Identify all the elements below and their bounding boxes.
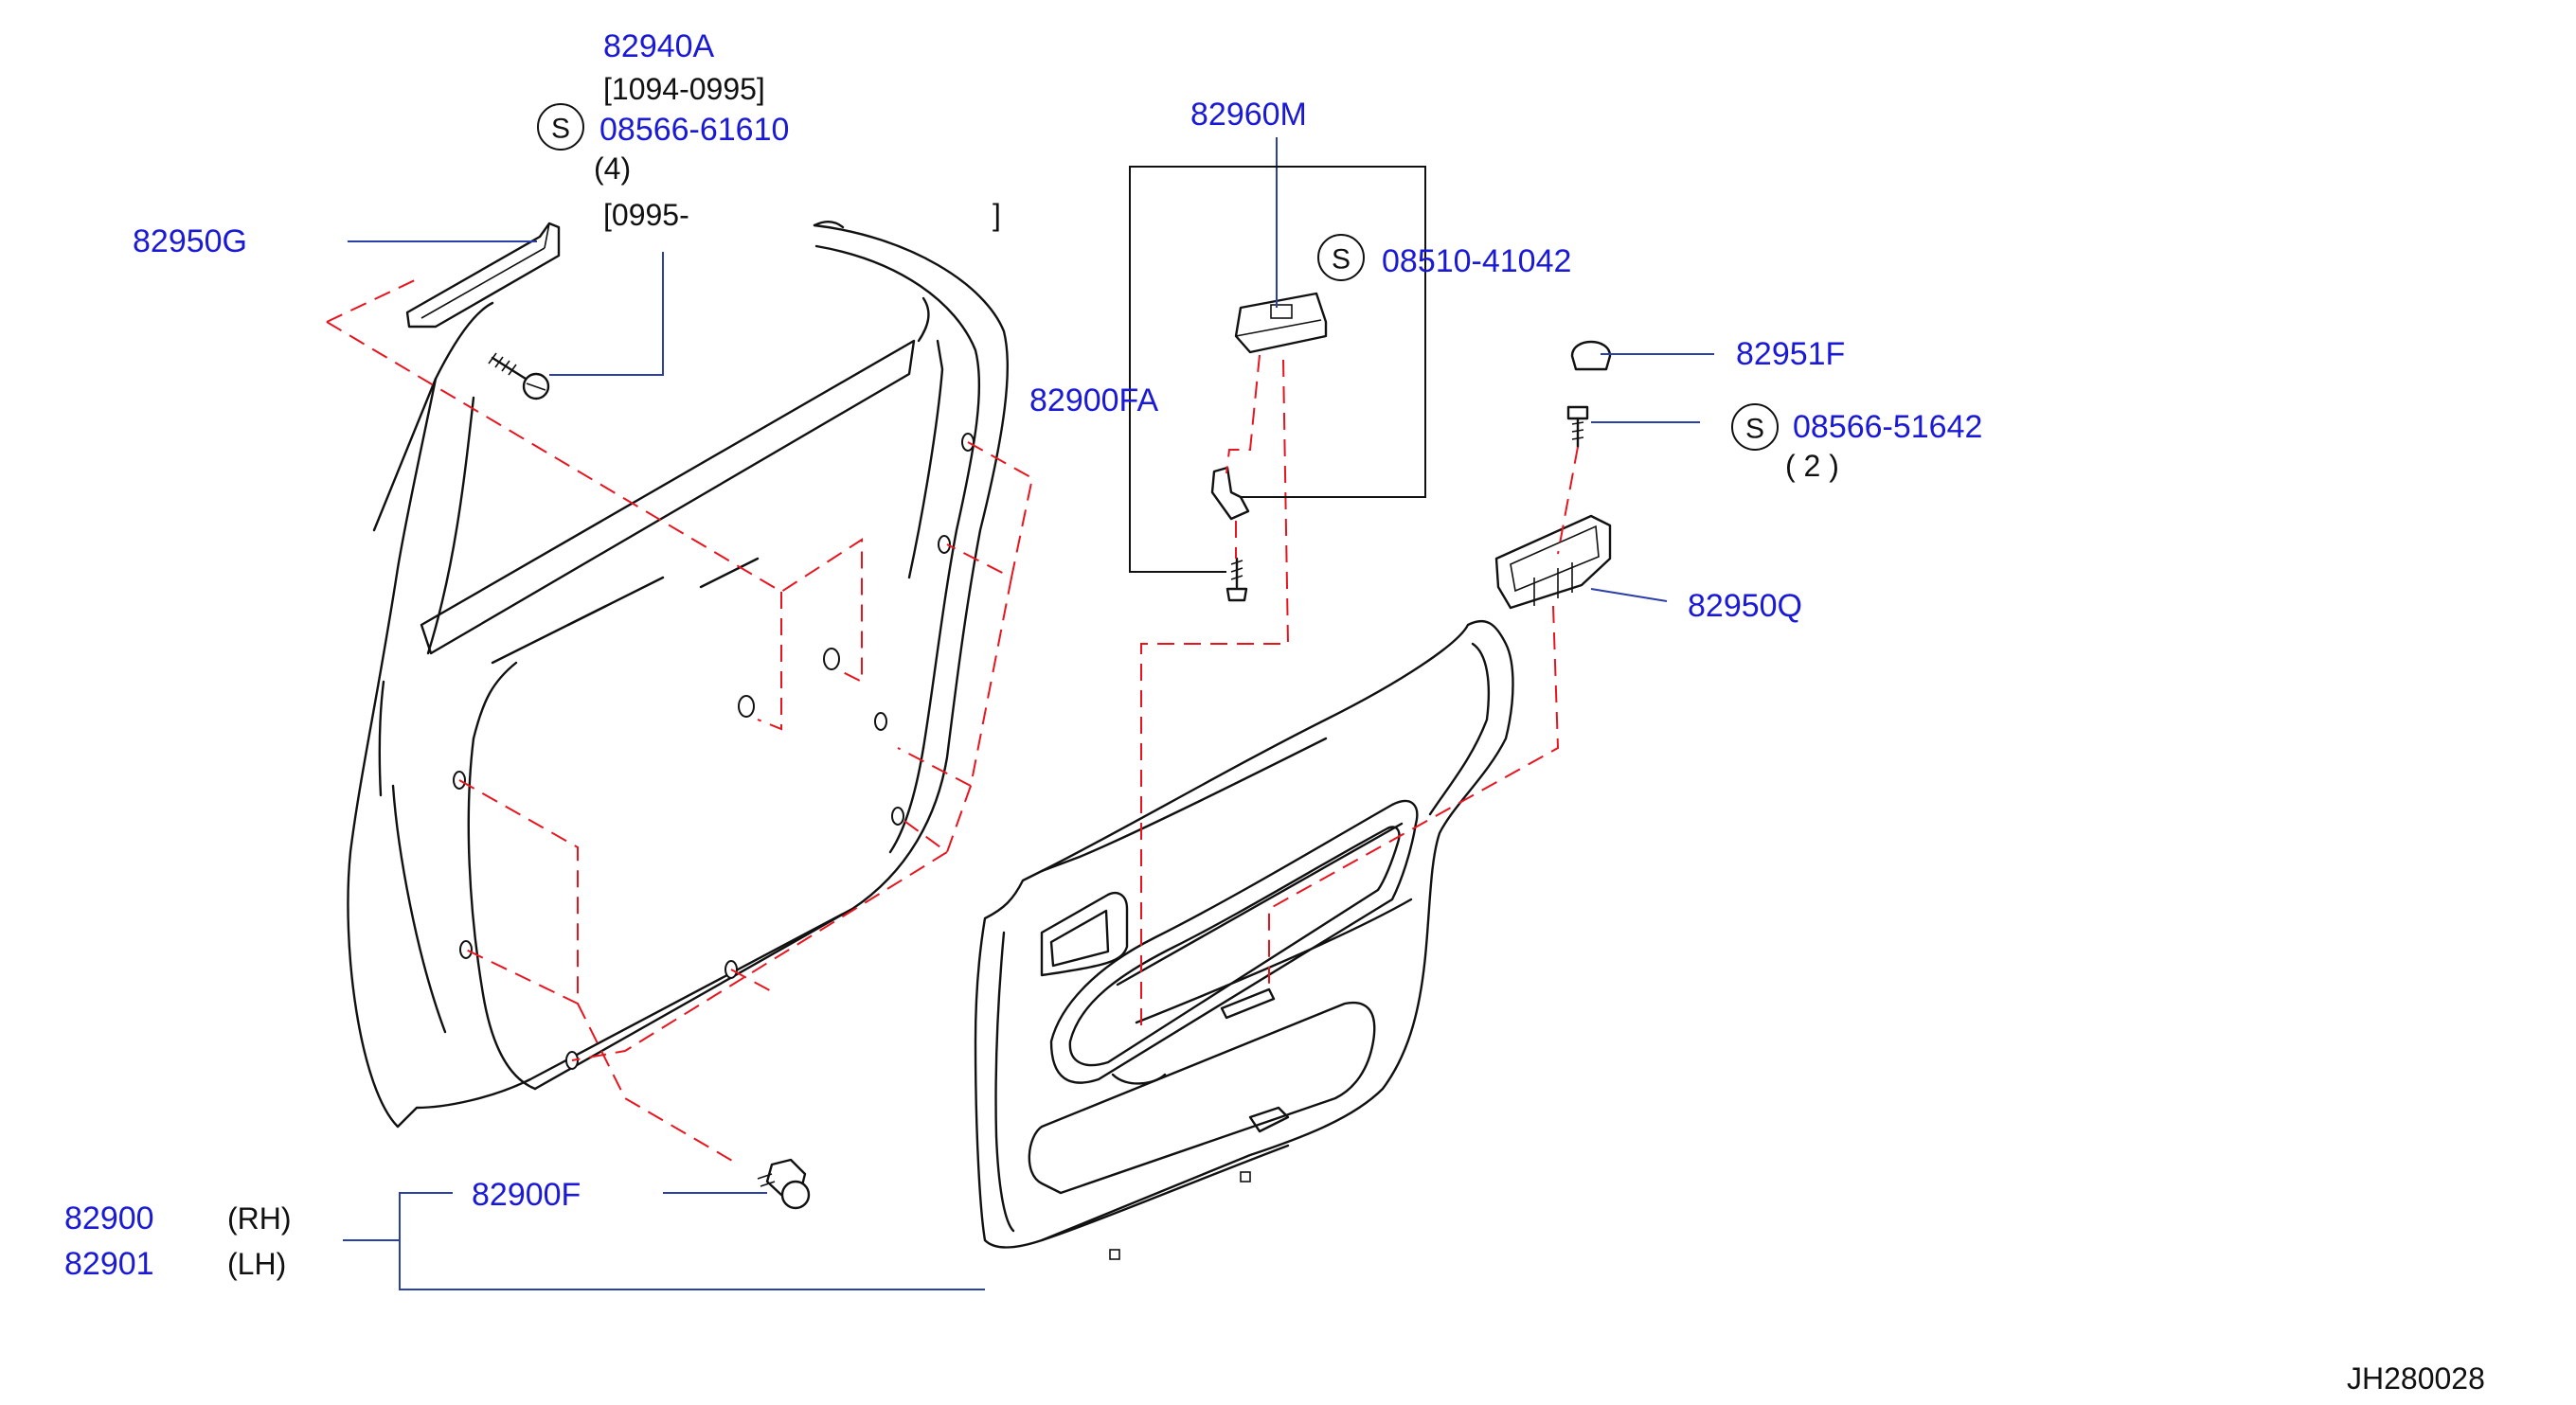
bracket-82950G [405,222,561,329]
part-label-82900[interactable]: 82900 [64,1200,154,1236]
door-trim-panel [974,619,1514,1260]
part-label-82951F[interactable]: 82951F [1736,336,1845,372]
standard-part-symbol-label: S [551,114,570,145]
leader-lines [343,137,1714,1290]
bolt-08566-51642 [1566,405,1589,449]
clip-hole [459,940,473,959]
standard-part-symbol-label: S [1745,414,1764,445]
grommet-82951F [1570,340,1612,371]
door-inner-panel [347,220,1010,1129]
part-label-82950G[interactable]: 82950G [133,223,247,259]
standard-part-symbol [1317,234,1365,281]
part-label-08566-51642[interactable]: 08566-51642 [1793,409,1982,445]
diagram-code: JH280028 [2347,1361,2485,1396]
clip-hole [874,712,887,731]
assembly-lines [326,278,1579,1165]
side-note-rh: (RH) [227,1201,292,1236]
screw-82900FA [1225,557,1248,602]
standard-part-symbol-label: S [1332,244,1351,276]
clip-hole [938,535,951,554]
date-range-note-start: [0995- [603,198,689,232]
pull-handle-82950Q [1494,514,1612,610]
group-bracket-box [1129,166,1426,573]
quantity-note: (4) [594,151,631,186]
screw-08566-61610 [488,352,550,400]
part-label-82900FA[interactable]: 82900FA [1029,382,1158,418]
part-label-82940A[interactable]: 82940A [603,28,715,64]
clip-82900FA [1210,466,1250,521]
part-label-82900F[interactable]: 82900F [472,1177,581,1213]
clip-hole [738,695,755,718]
quantity-note: ( 2 ) [1785,449,1839,483]
part-label-82901[interactable]: 82901 [64,1246,154,1282]
date-range-note-end: ] [993,198,1001,232]
clip-82900F [757,1158,811,1210]
switch-finisher-82960M [1234,292,1328,354]
side-note-lh: (LH) [227,1247,286,1281]
clip-hole [891,807,904,826]
part-label-08566-61610[interactable]: 08566-61610 [599,112,789,148]
clip-hole [823,648,840,670]
standard-part-symbol [1731,403,1779,451]
part-label-82960M[interactable]: 82960M [1190,97,1307,133]
panel-holes [453,433,975,1070]
part-label-08510-41042[interactable]: 08510-41042 [1382,243,1571,279]
standard-part-symbol [537,103,584,151]
part-label-82950Q[interactable]: 82950Q [1688,588,1802,624]
date-range-note: [1094-0995] [603,72,765,106]
